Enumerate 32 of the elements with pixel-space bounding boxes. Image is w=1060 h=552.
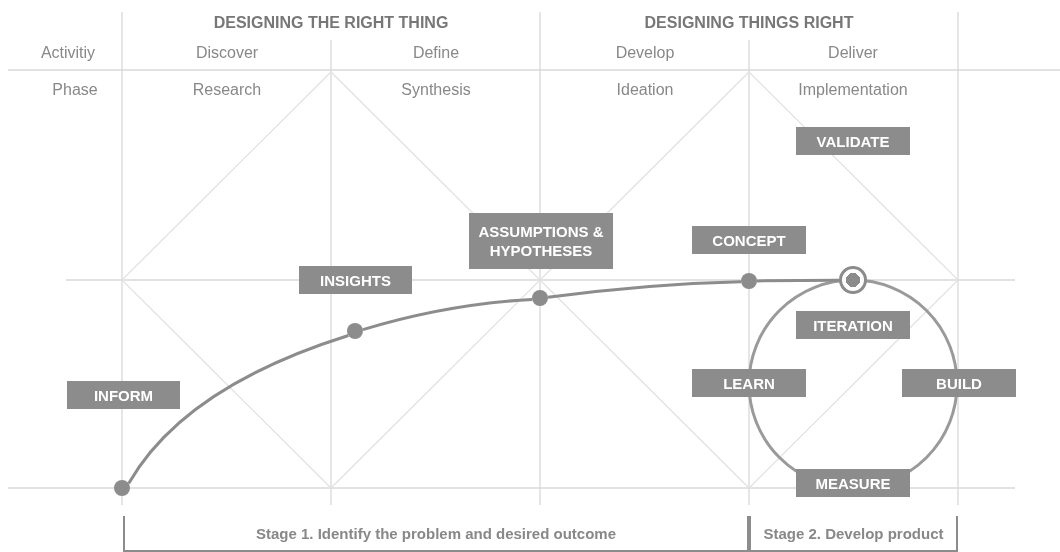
column-heading: Deliver [828,44,878,62]
target-marker [839,266,867,294]
step-label: MEASURE [796,469,910,497]
column-heading: Implementation [798,81,908,99]
milestone-dot [114,480,130,496]
step-label: CONCEPT [692,226,806,254]
progress-curve [362,297,533,332]
row-heading: Phase [52,81,98,99]
column-heading: Ideation [616,81,674,99]
step-label: BUILD [902,369,1016,397]
step-label: VALIDATE [796,127,910,155]
stage-bracket: Stage 2. Develop product [749,516,958,552]
step-label: INFORM [67,381,180,409]
column-heading: Synthesis [401,81,471,99]
milestone-dot [347,323,363,339]
progress-curve [547,280,742,299]
column-heading: Define [412,44,460,62]
column-heading: Research [192,81,262,99]
column-heading: Develop [615,44,675,62]
stage-bracket: Stage 1. Identify the problem and desired outcome [123,516,749,552]
step-label: LEARN [692,369,806,397]
progress-curve [756,278,839,283]
column-heading: Discover [195,44,259,62]
row-heading: Activitiy [40,44,96,62]
section-heading: DESIGNING THINGS RIGHT [644,14,854,32]
milestone-dot [741,273,757,289]
milestone-dot [532,290,548,306]
section-heading: DESIGNING THE RIGHT THING [213,14,449,32]
progress-curve [127,334,349,485]
step-label: ITERATION [796,311,910,339]
step-label: ASSUMPTIONS & HYPOTHESES [469,213,613,269]
step-label: INSIGHTS [299,266,412,294]
